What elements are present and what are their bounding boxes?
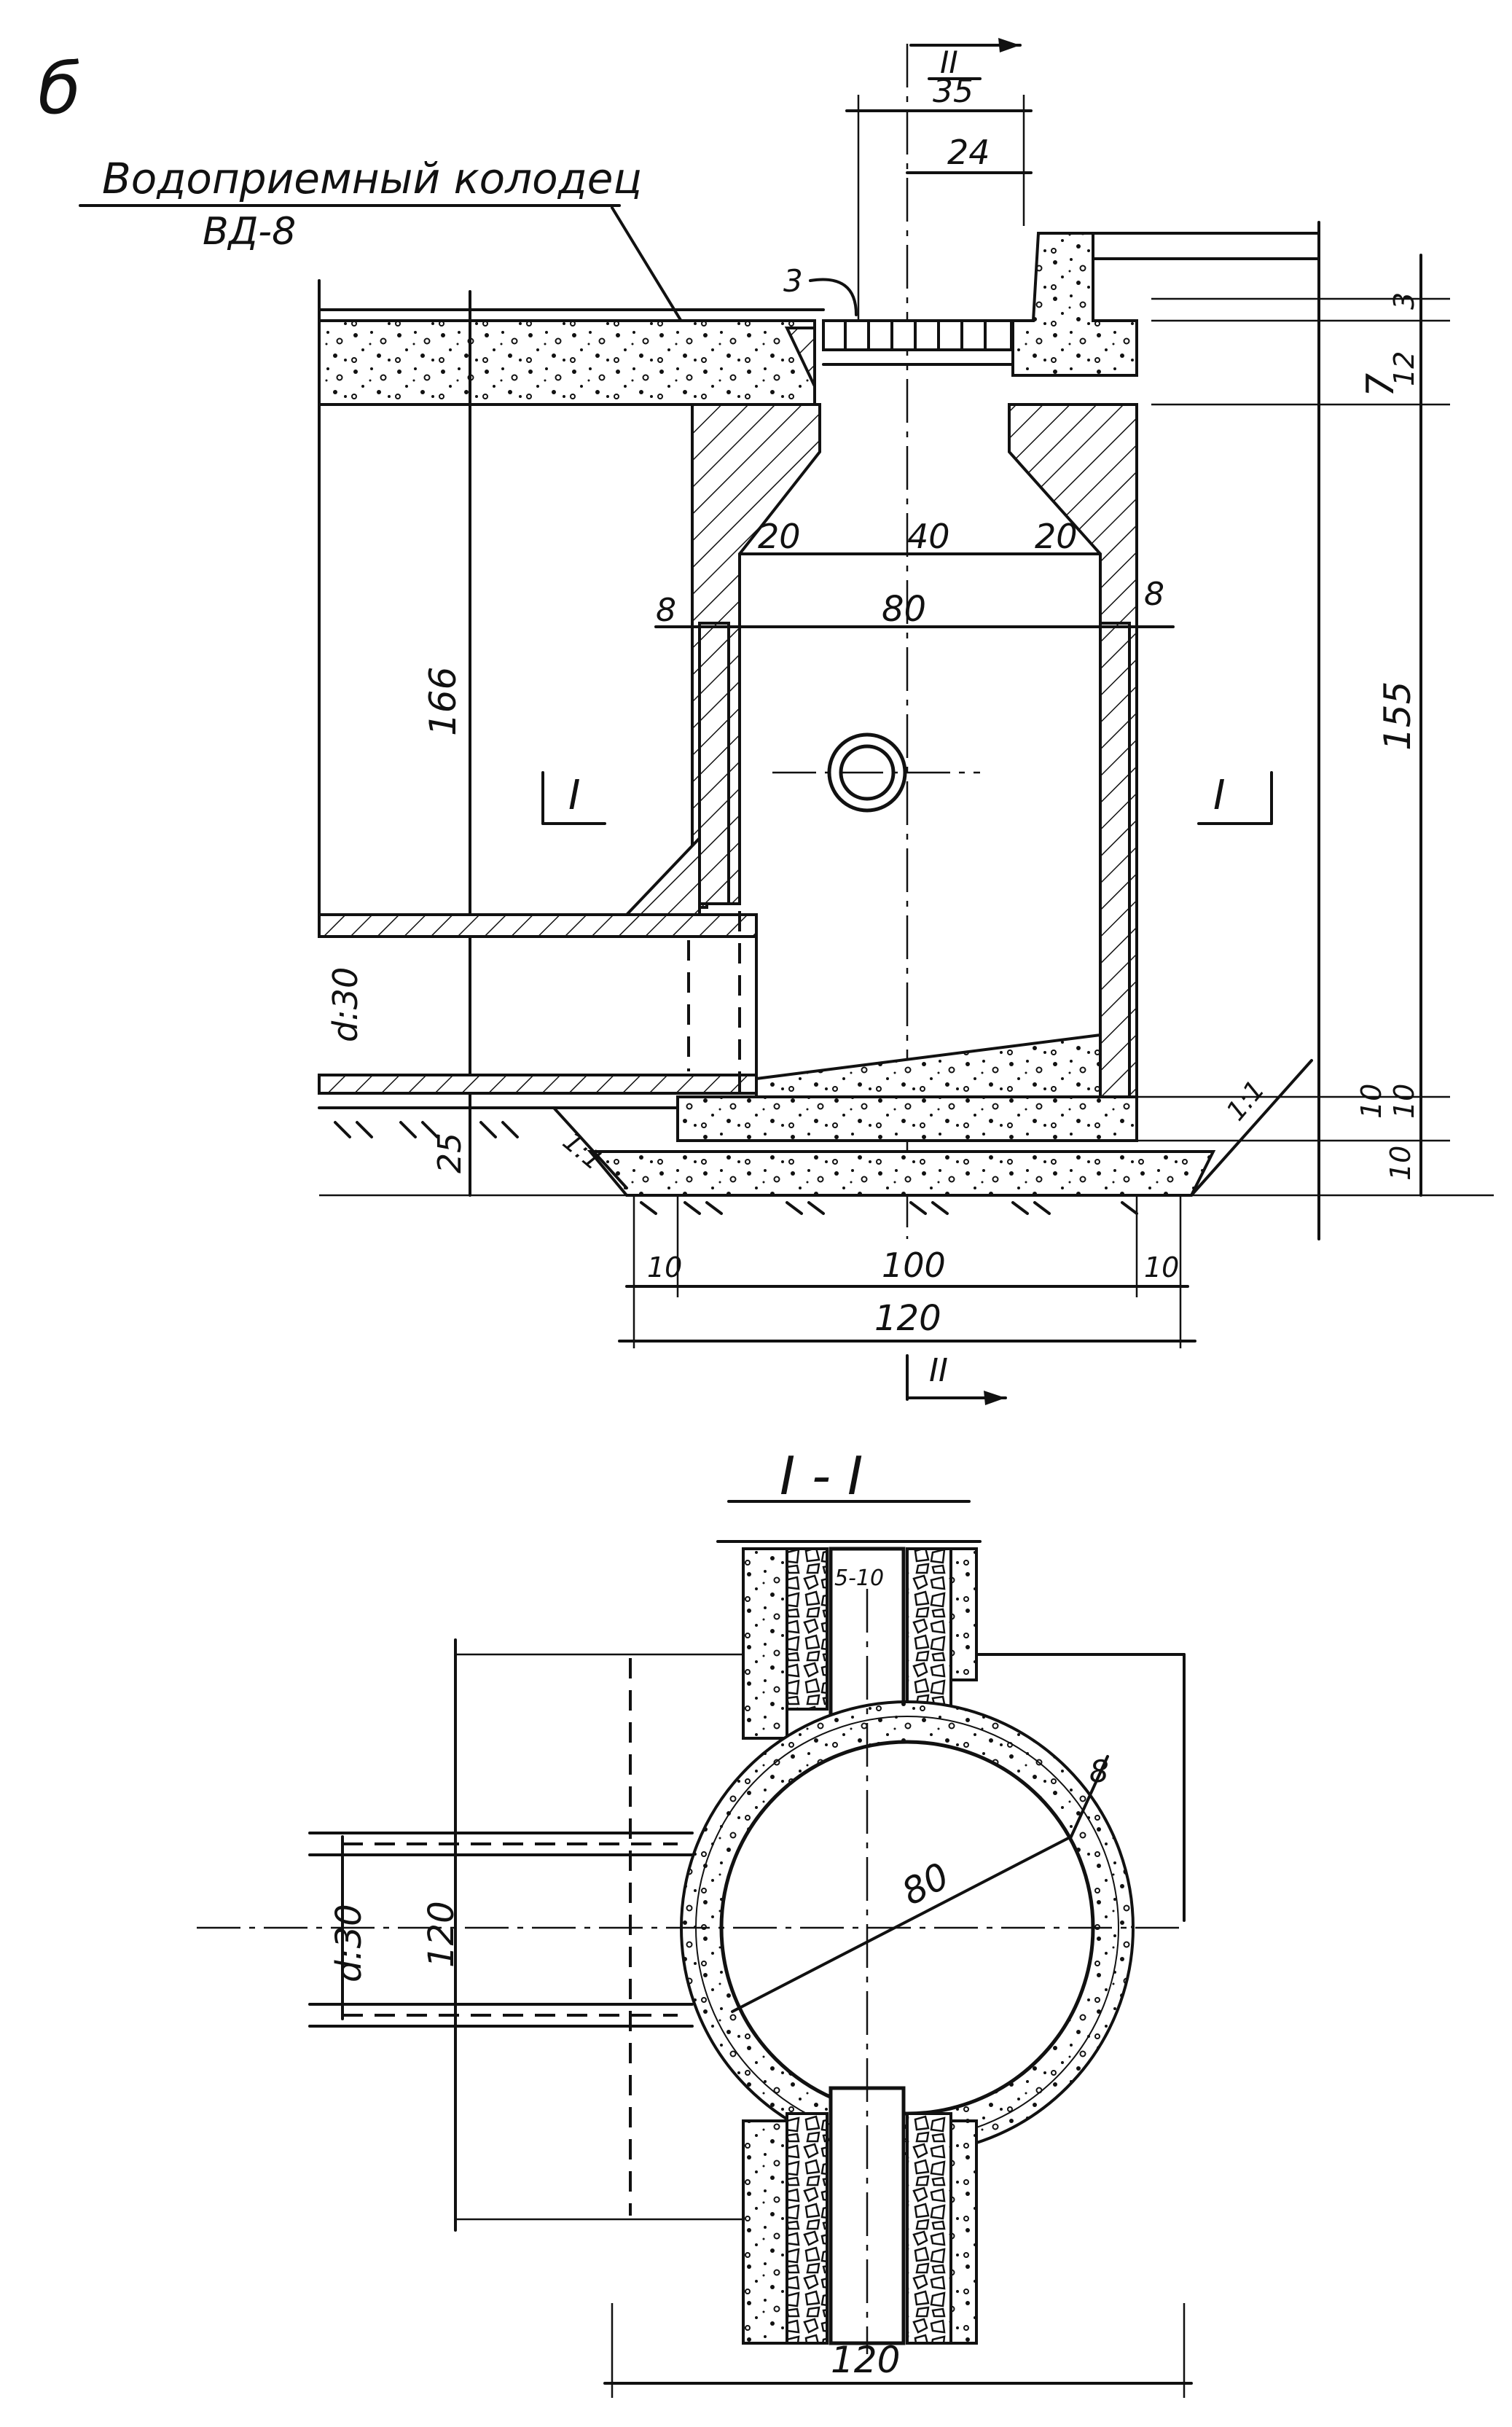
conduit-top-rock-right (906, 1547, 952, 1711)
sheet-letter: б (38, 48, 81, 130)
base-slab (676, 1095, 1138, 1142)
dim-24-label: 24 (947, 133, 990, 172)
dim-inner-80: 80 (882, 589, 926, 630)
grate-bars (844, 319, 987, 351)
dim-bottom-100: 100 (882, 1246, 946, 1285)
soil-hatching (334, 1121, 1138, 1215)
conduit-pipe-note: 5-10 (834, 1566, 884, 1591)
incoming-pipe-top-wall (318, 913, 758, 938)
drawing-subtitle: ВД-8 (203, 210, 296, 254)
plan-dim-120-bottom-label: 120 (831, 2339, 900, 2381)
slope-left-label: 1:1 (557, 1126, 608, 1176)
conduit-bottom-concrete-left (742, 2119, 788, 2345)
dim-166-label: 166 (422, 667, 464, 736)
conduit-top-concrete-left (742, 1547, 788, 1740)
slope-right-label: 1:1 (1221, 1075, 1271, 1127)
section-II-top-arrowhead (998, 38, 1020, 52)
plan-pipe-d30-label: d:30 (329, 1904, 369, 1982)
right-dim-7: 7 (1359, 373, 1403, 397)
grate-dim-3-label: 3 (783, 263, 803, 299)
elevation-section: II 35 24 3 3 12 7 (318, 38, 1494, 1405)
pipe-d30-label: d:30 (326, 967, 365, 1042)
grate (822, 319, 1013, 351)
dim-bottom-120: 120 (874, 1298, 941, 1339)
dim-inner-20-left: 20 (758, 517, 801, 556)
right-base-10-b: 10 (1388, 1084, 1420, 1119)
gravel-bed (587, 1150, 1216, 1197)
dim-155-label: 155 (1376, 681, 1419, 751)
section-II-bottom-label: II (929, 1352, 948, 1389)
well-lining-left (698, 622, 730, 905)
drawing-title: Водоприемный колодец (102, 154, 642, 203)
conduit-top-rock-left (786, 1547, 829, 1711)
section-I-right-label: I (1213, 772, 1226, 819)
conduit-bottom-concrete-right (949, 2119, 978, 2345)
conduit-top-concrete-right (949, 1547, 978, 1681)
dim-bottom-10-right: 10 (1144, 1251, 1179, 1283)
right-dim-12: 12 (1388, 351, 1420, 386)
slope-left (552, 1106, 628, 1189)
conduit-bottom-rock-left (786, 2112, 829, 2345)
grate-leader (809, 278, 858, 316)
dim-wall-8-left: 8 (656, 592, 676, 629)
right-base-10-a: 10 (1355, 1084, 1387, 1119)
section-I-left-label: I (568, 772, 581, 819)
dim-25-label: 25 (431, 1133, 469, 1173)
dim-35-label: 35 (933, 73, 974, 110)
plan-diameter-line (731, 1835, 1073, 2013)
curb-stone (1011, 232, 1138, 377)
incoming-pipe-bottom-wall (318, 1074, 758, 1095)
pipe-haunch (623, 835, 701, 916)
slab-end-wedge (784, 327, 816, 387)
section-II-top-label: II (940, 44, 958, 80)
well-lining-right (1099, 622, 1131, 1098)
right-dim-3: 3 (1388, 292, 1420, 310)
plan-title: I - I (780, 1445, 863, 1506)
slope-right (1190, 1059, 1313, 1197)
dim-bottom-10-left: 10 (647, 1251, 682, 1283)
right-base-10-c: 10 (1384, 1146, 1417, 1181)
plan-dim-120-vertical-label: 120 (421, 1901, 462, 1968)
section-II-bottom-arrowhead (984, 1391, 1006, 1405)
dim-inner-20-right: 20 (1035, 517, 1078, 556)
plan-dim-8-label: 8 (1089, 1754, 1109, 1789)
dim-inner-40: 40 (907, 517, 950, 556)
dim-wall-8-right: 8 (1144, 576, 1164, 613)
plan-section: I - I 5-10 d:30 (197, 1445, 1193, 2398)
road-slab (318, 319, 816, 406)
conduit-bottom-rock-right (906, 2112, 952, 2345)
plan-wall-dim-line (1070, 1755, 1109, 1838)
well-tray (755, 1033, 1102, 1098)
